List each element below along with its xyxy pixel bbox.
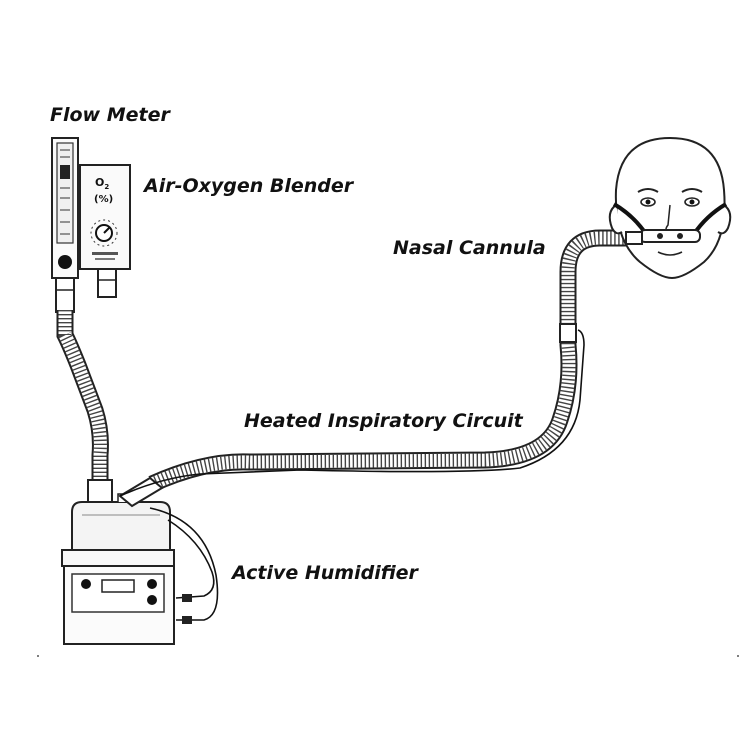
mouth bbox=[657, 251, 683, 256]
right-ear bbox=[717, 204, 732, 235]
circuit-label: Heated Inspiratory Circuit bbox=[244, 410, 523, 432]
flow-meter-tube bbox=[56, 142, 74, 244]
blender-outlet bbox=[97, 268, 117, 298]
left-eyebrow bbox=[637, 188, 659, 193]
cannula-connector bbox=[625, 231, 643, 245]
nasal-cannula-label: Nasal Cannula bbox=[393, 237, 546, 259]
flow-meter bbox=[51, 137, 79, 313]
flow-meter-knob bbox=[58, 255, 72, 269]
left-ear bbox=[608, 204, 623, 235]
flow-meter-label: Flow Meter bbox=[50, 104, 170, 126]
flow-meter-outlet bbox=[55, 277, 75, 313]
circuit-tube-ribs bbox=[149, 231, 630, 490]
humidifier-knob-top bbox=[147, 579, 157, 589]
patient-head bbox=[608, 136, 732, 280]
supply-tube-ribs bbox=[58, 310, 107, 480]
heater-wire-1 bbox=[167, 519, 215, 599]
humidifier-chamber bbox=[71, 501, 171, 551]
humidifier-base-top bbox=[61, 549, 175, 567]
humidifier-label: Active Humidifier bbox=[232, 562, 418, 584]
blender-o2-label: O2 bbox=[95, 176, 109, 191]
heater-wire-2 bbox=[149, 507, 219, 621]
humidifier-power-button bbox=[81, 579, 91, 589]
blender-percent-label: (%) bbox=[94, 194, 113, 205]
blender-dial-scale bbox=[90, 219, 118, 247]
active-humidifier bbox=[61, 479, 175, 645]
flow-meter-float bbox=[60, 165, 70, 179]
right-eyebrow bbox=[681, 188, 703, 193]
probe-wire bbox=[119, 329, 585, 497]
circuit-elbow-connector bbox=[118, 476, 164, 508]
humidifier-inlet-port bbox=[87, 479, 113, 503]
blender-label: Air-Oxygen Blender bbox=[144, 175, 354, 197]
humidifier-display bbox=[101, 579, 135, 593]
air-oxygen-blender: O2 (%) bbox=[79, 164, 131, 298]
temperature-probe bbox=[559, 323, 577, 343]
nasal-cannula-prongs bbox=[639, 229, 701, 243]
humidifier-knob-bottom bbox=[147, 595, 157, 605]
